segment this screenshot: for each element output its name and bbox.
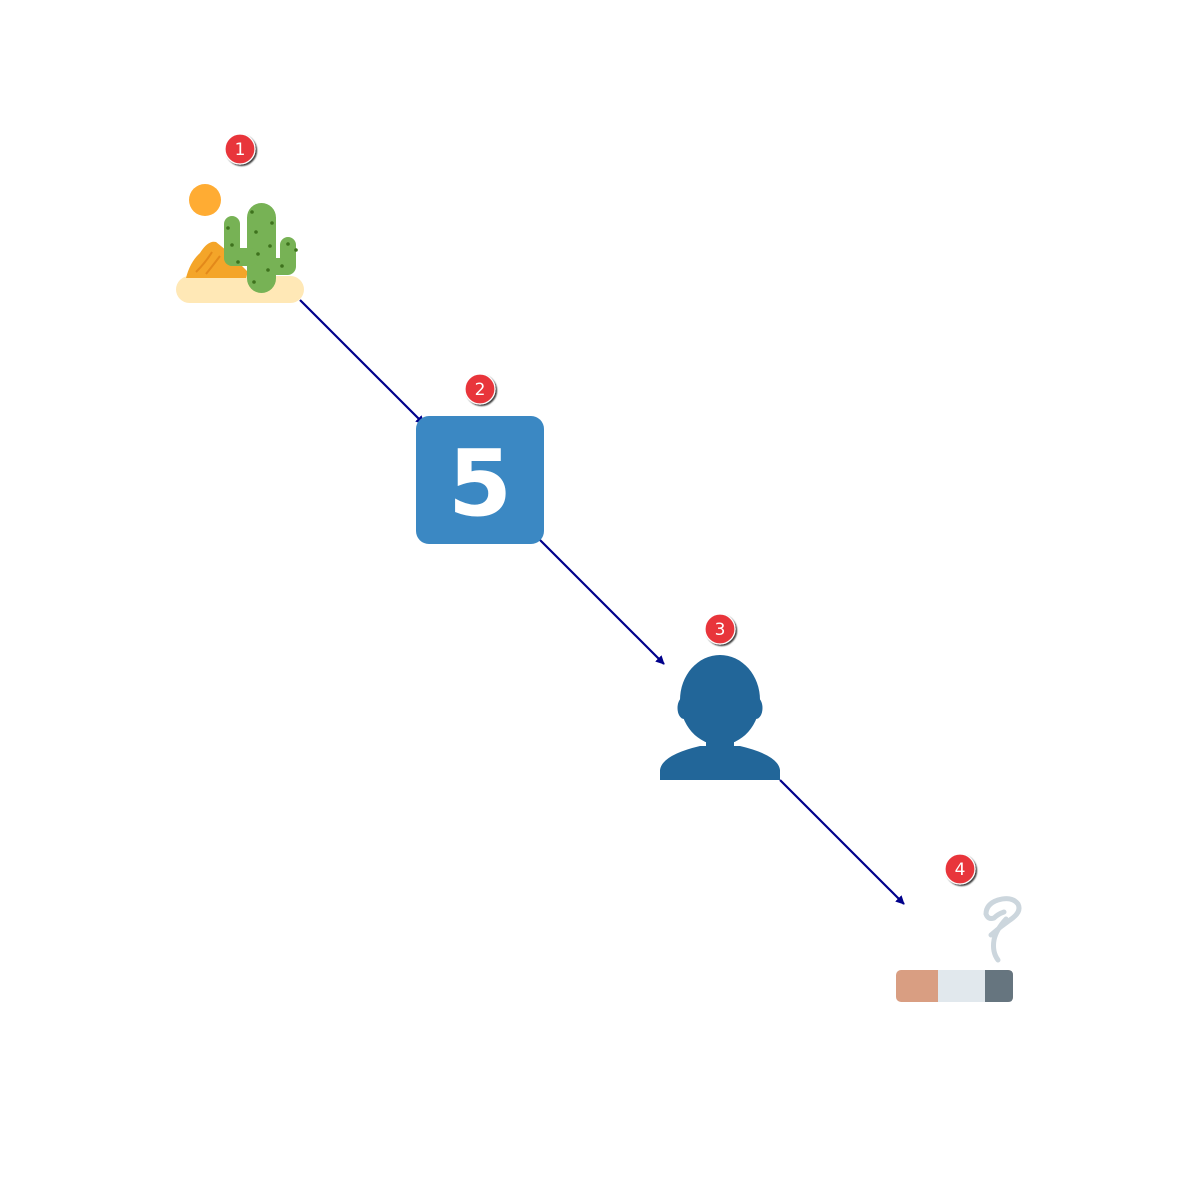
node-1[interactable]: 1 (176, 133, 304, 303)
edges (299, 299, 905, 905)
edge-2-to-3 (539, 539, 665, 665)
step-badge: 1 (224, 133, 256, 165)
node-3[interactable]: 3 (660, 613, 780, 780)
badge-label: 2 (475, 380, 486, 400)
badge-label: 4 (955, 860, 966, 880)
badge-label: 1 (235, 140, 246, 160)
keycap-five-icon: 5 (416, 416, 544, 544)
node-4[interactable]: 4 (896, 853, 1022, 1002)
node-2[interactable]: 5 2 (416, 373, 544, 544)
edge-1-to-2 (299, 299, 425, 425)
edge-3-to-4 (779, 779, 905, 905)
desert-cactus-icon (176, 184, 304, 303)
keycap-label: 5 (448, 430, 512, 537)
step-badge: 2 (464, 373, 496, 405)
badge-label: 3 (715, 620, 726, 640)
cigarette-icon (896, 896, 1022, 1002)
person-silhouette-icon (660, 655, 780, 780)
step-badge: 4 (944, 853, 976, 885)
step-badge: 3 (704, 613, 736, 645)
